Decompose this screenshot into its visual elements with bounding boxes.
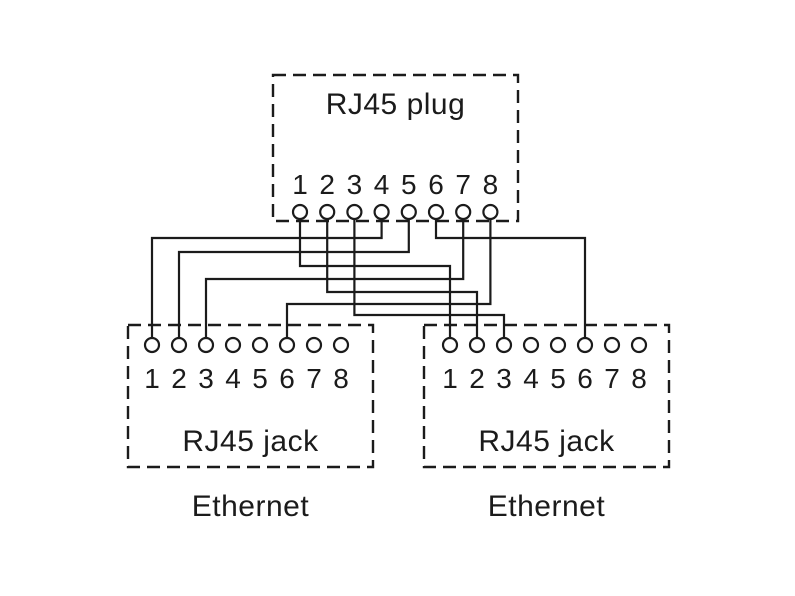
rj45-plug-label: RJ45 plug: [325, 88, 466, 121]
right-jack-pin-number-3: 3: [496, 363, 512, 394]
plug-pin-number-7: 7: [455, 169, 471, 200]
wire-plug4-to-left-jack-pin1: [150, 219, 383, 338]
left-jack-pin-number-5: 5: [252, 363, 268, 394]
plug-pin-number-1: 1: [292, 169, 308, 200]
left-rj45-jack-box: [126, 323, 375, 469]
left-jack-pin-3: [197, 336, 215, 354]
left-jack-pin-number-2: 2: [171, 363, 187, 394]
right-rj45-jack-label: RJ45 jack: [478, 425, 615, 458]
left-jack-pin-5: [251, 336, 269, 354]
plug-pin-6: [427, 203, 445, 221]
plug-pin-4: [373, 203, 390, 221]
plug-pin-number-2: 2: [319, 169, 335, 200]
right-jack-pin-number-1: 1: [442, 363, 458, 394]
plug-pin-2: [319, 203, 336, 221]
plug-pin-8: [482, 203, 499, 221]
right-jack-pin-4: [522, 336, 540, 354]
plug-pin-7: [455, 203, 472, 221]
wire-plug7-to-left-jack-pin3: [204, 219, 465, 338]
wire-plug5-to-left-jack-pin2: [177, 219, 410, 338]
right-jack-pin-number-8: 8: [631, 363, 647, 394]
right-jack-pin-number-5: 5: [550, 363, 566, 394]
plug-pin-number-8: 8: [483, 169, 499, 200]
left-jack-pin-number-3: 3: [198, 363, 214, 394]
right-jack-pin-8: [630, 336, 648, 354]
left-jack-pin-number-8: 8: [333, 363, 349, 394]
right-ethernet-caption: Ethernet: [487, 490, 606, 523]
left-ethernet-caption: Ethernet: [191, 490, 310, 523]
left-rj45-jack-label: RJ45 jack: [182, 425, 319, 458]
right-jack-pin-number-2: 2: [469, 363, 485, 394]
right-jack-pin-6: [576, 336, 594, 354]
plug-pin-number-5: 5: [401, 169, 417, 200]
right-jack-pin-number-4: 4: [523, 363, 539, 394]
plug-pin-number-6: 6: [428, 169, 444, 200]
right-jack-pin-5: [549, 336, 567, 354]
right-rj45-jack-box: [422, 323, 671, 469]
wire-plug6-to-right-jack-pin6: [434, 219, 587, 338]
rj45-plug-box: [271, 73, 520, 223]
left-jack-pin-number-6: 6: [279, 363, 295, 394]
right-jack-pin-number-6: 6: [577, 363, 593, 394]
plug-pin-1: [291, 203, 309, 221]
wire-plug3-to-right-jack-pin3: [353, 219, 506, 338]
left-jack-pin-7: [305, 336, 323, 354]
left-jack-pin-number-1: 1: [144, 363, 160, 394]
plug-pin-number-4: 4: [374, 169, 390, 200]
plug-pin-3: [346, 203, 363, 221]
left-jack-pin-1: [143, 336, 161, 354]
left-jack-pin-6: [278, 336, 296, 354]
right-jack-pin-7: [603, 336, 621, 354]
left-jack-pin-4: [224, 336, 242, 354]
plug-pin-number-3: 3: [347, 169, 363, 200]
left-jack-pin-number-4: 4: [225, 363, 241, 394]
right-jack-pin-number-7: 7: [604, 363, 620, 394]
left-jack-pin-number-7: 7: [306, 363, 322, 394]
right-jack-pin-1: [441, 336, 459, 354]
wire-plug1-to-right-jack-pin1: [298, 219, 452, 338]
left-jack-pin-8: [332, 336, 350, 354]
wire-plug8-to-left-jack-pin6: [285, 219, 492, 338]
right-jack-pin-3: [495, 336, 513, 354]
left-jack-pin-2: [170, 336, 188, 354]
plug-pin-5: [400, 203, 417, 221]
right-jack-pin-2: [468, 336, 486, 354]
